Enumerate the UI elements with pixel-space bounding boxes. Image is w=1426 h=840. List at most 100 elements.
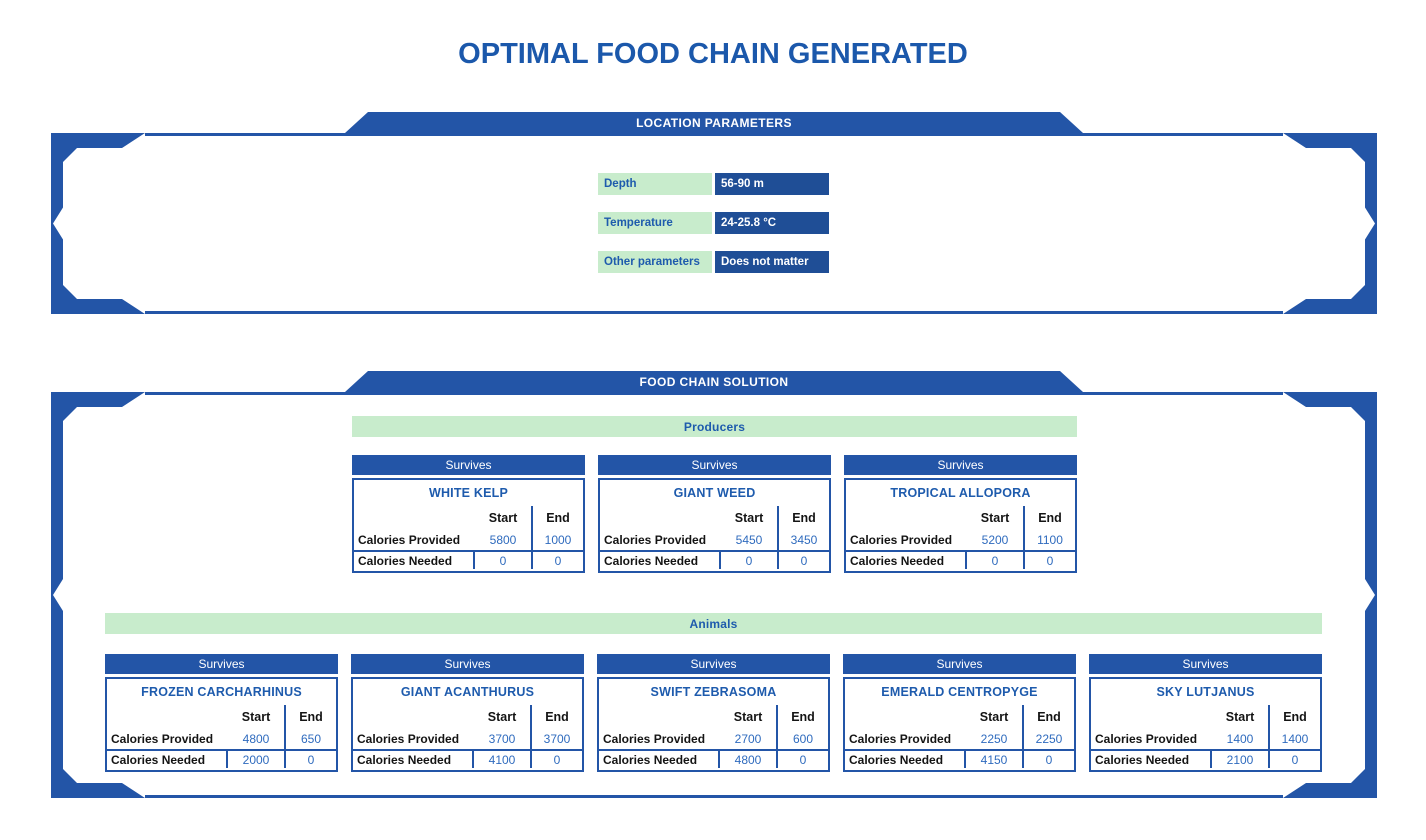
banner-label: LOCATION PARAMETERS	[636, 115, 792, 130]
producers-band: Producers	[352, 416, 1077, 437]
param-row-other: Other parameters Does not matter	[598, 251, 829, 273]
needed-end-value: 0	[530, 751, 582, 768]
empty-cell	[599, 705, 720, 728]
card-body: WHITE KELP Start End Calories Provided 5…	[352, 478, 585, 573]
frame-bottom-line	[145, 311, 1283, 314]
col-end: End	[1268, 705, 1320, 728]
empty-cell	[107, 705, 228, 728]
param-label: Other parameters	[598, 251, 712, 273]
col-end: End	[1023, 506, 1075, 529]
param-value: 56-90 m	[715, 173, 829, 195]
col-start: Start	[1225, 709, 1255, 724]
table-header-row: Start End	[599, 705, 828, 728]
calories-needed-row: Calories Needed 0 0	[600, 550, 829, 569]
survives-header: Survives	[598, 455, 831, 475]
row-label: Calories Needed	[354, 552, 475, 569]
survives-header: Survives	[352, 455, 585, 475]
card-body: FROZEN CARCHARHINUS Start End Calories P…	[105, 677, 338, 772]
row-label: Calories Provided	[850, 532, 953, 547]
provided-end-value: 3450	[777, 529, 829, 550]
table-header-row: Start End	[600, 506, 829, 529]
calories-provided-row: Calories Provided 3700 3700	[353, 728, 582, 749]
calories-needed-row: Calories Needed 4100 0	[353, 749, 582, 768]
provided-end-value: 1100	[1023, 529, 1075, 550]
col-end: End	[284, 705, 336, 728]
param-label: Depth	[598, 173, 712, 195]
table-header-row: Start End	[354, 506, 583, 529]
species-card-giant-acanthurus: Survives GIANT ACANTHURUS Start End Calo…	[351, 654, 584, 772]
provided-start-value: 1400	[1226, 731, 1254, 746]
col-end: End	[776, 705, 828, 728]
col-end: End	[530, 705, 582, 728]
col-end: End	[1022, 705, 1074, 728]
card-body: SKY LUTJANUS Start End Calories Provided…	[1089, 677, 1322, 772]
species-name: GIANT ACANTHURUS	[400, 685, 535, 699]
provided-start-value: 5800	[489, 532, 517, 547]
needed-start-value: 0	[991, 553, 999, 568]
needed-end-value: 0	[531, 552, 583, 569]
species-card-tropical-allopora: Survives TROPICAL ALLOPORA Start End Cal…	[844, 455, 1077, 573]
location-panel-frame: Depth 56-90 m Temperature 24-25.8 °C Oth…	[51, 133, 1377, 314]
empty-cell	[845, 705, 966, 728]
species-name: GIANT WEED	[673, 486, 756, 500]
producers-card-row: Survives WHITE KELP Start End Calories P…	[352, 455, 1077, 573]
col-start: Start	[241, 709, 271, 724]
row-label: Calories Provided	[849, 731, 952, 746]
row-label: Calories Provided	[604, 532, 707, 547]
row-label: Calories Needed	[1091, 751, 1212, 768]
needed-end-value: 0	[776, 751, 828, 768]
calories-provided-row: Calories Provided 1400 1400	[1091, 728, 1320, 749]
needed-start-value: 4100	[488, 752, 516, 767]
species-name: FROZEN CARCHARHINUS	[141, 685, 302, 699]
species-name: SKY LUTJANUS	[1156, 685, 1255, 699]
row-label: Calories Provided	[357, 731, 460, 746]
param-label: Temperature	[598, 212, 712, 234]
provided-end-value: 3700	[530, 728, 582, 749]
table-header-row: Start End	[107, 705, 336, 728]
banner-label: FOOD CHAIN SOLUTION	[639, 374, 789, 389]
species-name: EMERALD CENTROPYGE	[881, 685, 1038, 699]
card-body: GIANT WEED Start End Calories Provided 5…	[598, 478, 831, 573]
species-card-frozen-carcharhinus: Survives FROZEN CARCHARHINUS Start End C…	[105, 654, 338, 772]
calories-needed-row: Calories Needed 0 0	[846, 550, 1075, 569]
needed-start-value: 0	[499, 553, 507, 568]
species-card-swift-zebrasoma: Survives SWIFT ZEBRASOMA Start End Calor…	[597, 654, 830, 772]
calories-needed-row: Calories Needed 0 0	[354, 550, 583, 569]
row-label: Calories Needed	[353, 751, 474, 768]
needed-start-value: 2100	[1226, 752, 1254, 767]
species-name: WHITE KELP	[428, 486, 509, 500]
provided-end-value: 1400	[1268, 728, 1320, 749]
species-name: TROPICAL ALLOPORA	[890, 486, 1031, 500]
col-start: Start	[733, 709, 763, 724]
needed-end-value: 0	[777, 552, 829, 569]
param-value: Does not matter	[715, 251, 829, 273]
survives-header: Survives	[351, 654, 584, 674]
param-row-depth: Depth 56-90 m	[598, 173, 829, 195]
row-label: Calories Needed	[846, 552, 967, 569]
provided-end-value: 600	[776, 728, 828, 749]
location-parameters-panel: LOCATION PARAMETERS Depth 56-90 m Temper…	[51, 112, 1377, 314]
row-label: Calories Needed	[107, 751, 228, 768]
row-label: Calories Provided	[1095, 731, 1198, 746]
frame-left-ornament	[51, 133, 145, 314]
empty-cell	[354, 506, 475, 529]
calories-provided-row: Calories Provided 5800 1000	[354, 529, 583, 550]
col-start: Start	[734, 510, 764, 525]
calories-provided-row: Calories Provided 5200 1100	[846, 529, 1075, 550]
calories-provided-row: Calories Provided 4800 650	[107, 728, 336, 749]
calories-provided-row: Calories Provided 2250 2250	[845, 728, 1074, 749]
solution-panel-frame: Producers Survives WHITE KELP Start End …	[51, 392, 1377, 798]
provided-start-value: 5200	[981, 532, 1009, 547]
table-header-row: Start End	[846, 506, 1075, 529]
needed-start-value: 0	[745, 553, 753, 568]
species-card-giant-weed: Survives GIANT WEED Start End Calories P…	[598, 455, 831, 573]
location-parameters-banner: LOCATION PARAMETERS	[345, 112, 1083, 133]
provided-start-value: 2700	[734, 731, 762, 746]
survives-header: Survives	[843, 654, 1076, 674]
species-name: SWIFT ZEBRASOMA	[650, 685, 777, 699]
page-title: OPTIMAL FOOD CHAIN GENERATED	[458, 38, 968, 70]
provided-start-value: 2250	[980, 731, 1008, 746]
col-end: End	[531, 506, 583, 529]
provided-end-value: 2250	[1022, 728, 1074, 749]
empty-cell	[1091, 705, 1212, 728]
